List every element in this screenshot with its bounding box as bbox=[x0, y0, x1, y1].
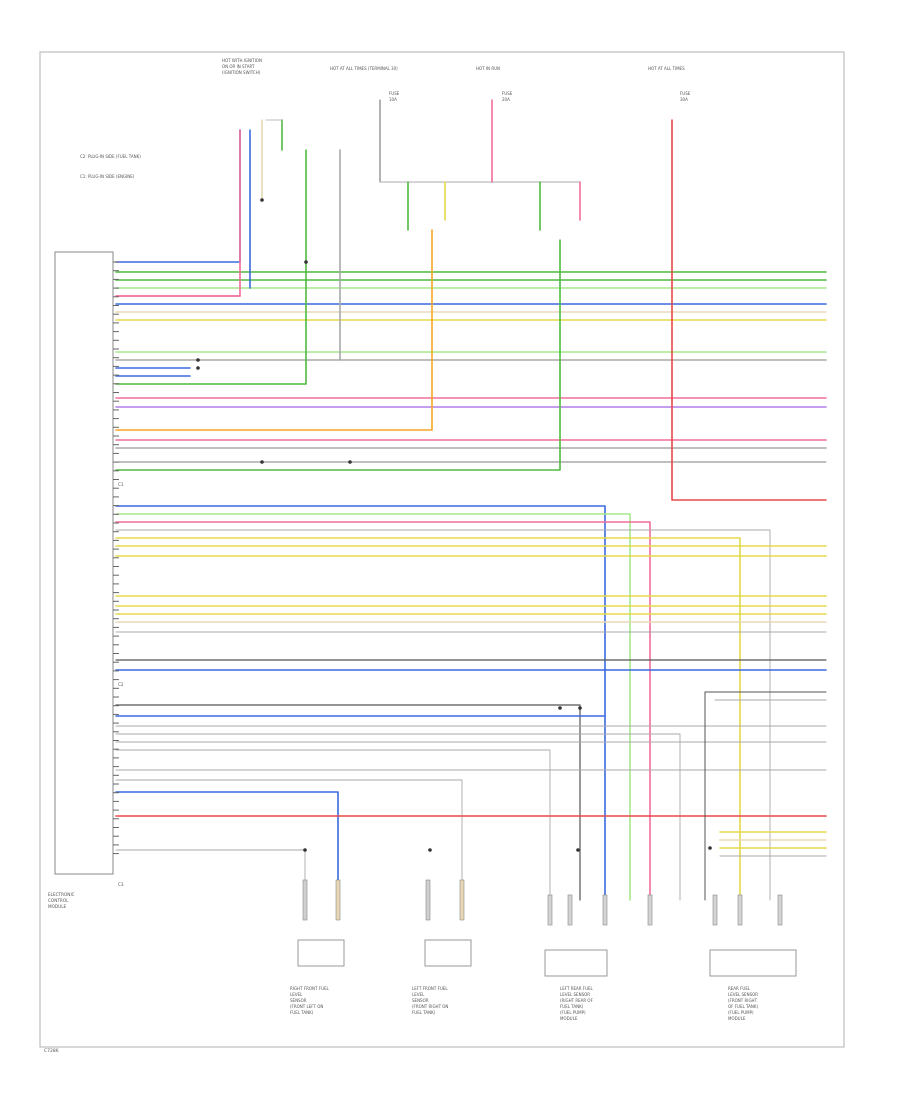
component-lf-sensor-line-2: LEVEL bbox=[412, 992, 425, 997]
component-rf-sensor-line-1: RIGHT FRONT FUEL bbox=[290, 986, 329, 991]
component-rear-sensor-line-2: LEVEL SENSOR bbox=[728, 992, 758, 997]
splice-dot-3 bbox=[196, 366, 200, 370]
component-rf-sensor-line-2: LEVEL bbox=[290, 992, 303, 997]
sensor-element-1 bbox=[335, 879, 341, 921]
power-source-run: HOT IN RUN bbox=[476, 66, 500, 71]
fuse-labels: FUSE 10A FUSE 20A FUSE 30A bbox=[389, 91, 691, 102]
component-labels: RIGHT FRONT FUEL LEVEL SENSOR (FRONT LEF… bbox=[290, 986, 758, 1021]
control-module-box bbox=[54, 251, 114, 875]
wires-layer bbox=[115, 99, 827, 901]
fuse-2-line-2: 20A bbox=[502, 97, 510, 102]
component-rear-sensor-line-5: (FUEL PUMP) bbox=[728, 1010, 754, 1015]
wire-15 bbox=[115, 149, 307, 385]
pump-connector-pin-5 bbox=[737, 894, 743, 926]
splice-dot-7 bbox=[578, 706, 582, 710]
sensor-element-0 bbox=[302, 879, 308, 921]
fuse-3-line-2: 30A bbox=[680, 97, 688, 102]
wire-0 bbox=[115, 129, 241, 263]
connector-label-c1: C1 bbox=[118, 482, 124, 487]
wire-24 bbox=[115, 505, 606, 901]
component-rear-sensor-line-4: OF FUEL TANK) bbox=[728, 1004, 758, 1009]
component-rear-sensor-line-1: REAR FUEL bbox=[728, 986, 751, 991]
component-lr-sensor-line-1: LEFT REAR FUEL bbox=[560, 986, 594, 991]
module-name-line-3: MODULE bbox=[48, 904, 67, 909]
sensor-box-left-front bbox=[424, 939, 472, 967]
power-source-ignition-line-3: (IGNITION SWITCH) bbox=[222, 70, 261, 75]
wire-48 bbox=[115, 849, 306, 901]
pump-connector-pin-1 bbox=[567, 894, 573, 926]
junctions-layer bbox=[196, 198, 712, 852]
connector-label-c3: C3 bbox=[118, 882, 124, 887]
fuse-3-line-1: FUSE bbox=[680, 91, 691, 96]
legend-line-1: C2: PLUG-IN SIDE (FUEL TANK) bbox=[80, 154, 141, 159]
splice-dot-8 bbox=[708, 846, 712, 850]
component-lr-sensor-line-6: MODULE bbox=[560, 1016, 578, 1021]
footer-code: C7286 bbox=[44, 1048, 59, 1054]
wire-45 bbox=[115, 779, 463, 901]
splice-dot-6 bbox=[558, 706, 562, 710]
pump-connector-pin-3 bbox=[647, 894, 653, 926]
splice-dot-10 bbox=[303, 848, 307, 852]
module-name-line-2: CONTROL bbox=[48, 898, 69, 903]
splice-dot-5 bbox=[348, 460, 352, 464]
pump-connector-pin-6 bbox=[777, 894, 783, 926]
power-source-labels: HOT WITH IGNITION ON OR IN START (IGNITI… bbox=[222, 58, 685, 75]
wire-23 bbox=[671, 119, 827, 501]
wire-22 bbox=[115, 239, 561, 471]
power-source-ignition-line-2: ON OR IN START bbox=[222, 64, 255, 69]
wire-28 bbox=[115, 537, 741, 901]
component-lf-sensor-line-4: (FRONT RIGHT ON bbox=[412, 1004, 448, 1009]
components-layer bbox=[113, 261, 797, 977]
component-lf-sensor-line-5: FUEL TANK) bbox=[412, 1010, 436, 1015]
wire-26 bbox=[115, 521, 651, 901]
diagram-frame bbox=[39, 51, 845, 1048]
pump-connector-pin-2 bbox=[602, 894, 608, 926]
sensor-box-rear bbox=[709, 949, 797, 977]
wire-27 bbox=[115, 529, 771, 901]
splice-dot-4 bbox=[260, 460, 264, 464]
sensor-box-left-rear bbox=[544, 949, 608, 977]
component-lr-sensor-line-5: (FUEL PUMP) bbox=[560, 1010, 586, 1015]
power-source-terminal30: HOT AT ALL TIMES (TERMINAL 30) bbox=[330, 66, 398, 71]
component-rf-sensor-line-3: SENSOR bbox=[290, 998, 307, 1003]
wire-41 bbox=[115, 733, 681, 901]
pump-connector-pin-0 bbox=[547, 894, 553, 926]
module-connector-labels: C1 C2 C3 bbox=[118, 482, 124, 887]
splice-dot-1 bbox=[304, 260, 308, 264]
wire-25 bbox=[115, 513, 631, 901]
fuse-1-line-1: FUSE bbox=[389, 91, 400, 96]
splice-dot-11 bbox=[428, 848, 432, 852]
sensor-element-2 bbox=[425, 879, 431, 921]
wire-46 bbox=[115, 791, 339, 901]
component-rf-sensor-line-5: FUEL TANK) bbox=[290, 1010, 314, 1015]
fuse-1-line-2: 10A bbox=[389, 97, 397, 102]
component-lr-sensor-line-2: LEVEL SENSOR bbox=[560, 992, 590, 997]
connector-label-c2: C2 bbox=[118, 682, 124, 687]
splice-dot-0 bbox=[260, 198, 264, 202]
component-rear-sensor-line-3: (FRONT RIGHT bbox=[728, 998, 758, 1003]
module-name-line-1: ELECTRONIC bbox=[48, 892, 75, 897]
wire-38 bbox=[115, 704, 581, 901]
component-lf-sensor-line-3: SENSOR bbox=[412, 998, 429, 1003]
connector-legend: C2: PLUG-IN SIDE (FUEL TANK) C1: PLUG-IN… bbox=[80, 154, 141, 179]
component-lf-sensor-line-1: LEFT FRONT FUEL bbox=[412, 986, 448, 991]
legend-line-2: C1: PLUG-IN SIDE (ENGINE) bbox=[80, 174, 135, 179]
component-lr-sensor-line-4: FUEL TANK) bbox=[560, 1004, 584, 1009]
splice-dot-2 bbox=[196, 358, 200, 362]
sensor-box-right-front bbox=[297, 939, 345, 967]
wire-18 bbox=[115, 229, 433, 431]
power-source-all-times: HOT AT ALL TIMES bbox=[648, 66, 685, 71]
control-module-label: ELECTRONIC CONTROL MODULE bbox=[48, 892, 75, 909]
wire-43 bbox=[115, 749, 551, 901]
component-rear-sensor-line-6: MODULE bbox=[728, 1016, 746, 1021]
fuse-2-line-1: FUSE bbox=[502, 91, 513, 96]
component-lr-sensor-line-3: (RIGHT REAR OF bbox=[560, 998, 594, 1003]
power-source-ignition-line-1: HOT WITH IGNITION bbox=[222, 58, 262, 63]
pump-connector-pin-4 bbox=[712, 894, 718, 926]
component-rf-sensor-line-4: (FRONT LEFT ON bbox=[290, 1004, 323, 1009]
splice-dot-9 bbox=[576, 848, 580, 852]
sensor-element-3 bbox=[459, 879, 465, 921]
